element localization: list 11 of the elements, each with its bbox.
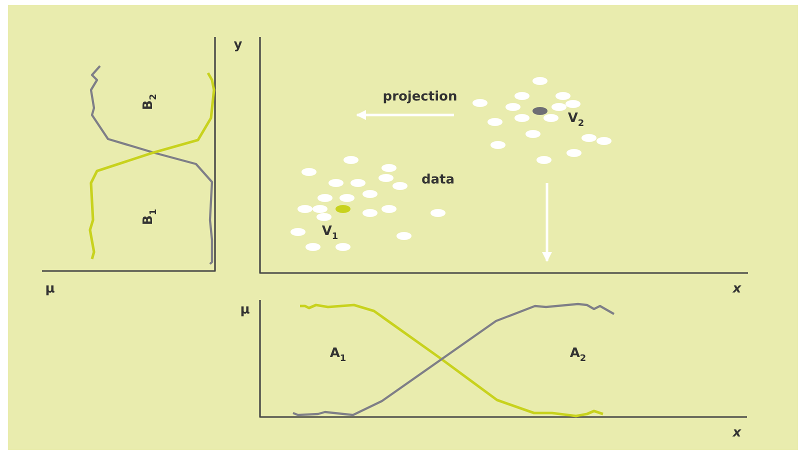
axis-label: μ bbox=[45, 282, 55, 296]
axis-label: μ bbox=[240, 302, 250, 318]
axis-label: x bbox=[732, 426, 742, 440]
axis-label: y bbox=[234, 38, 242, 52]
point-label: V$_{1}$ bbox=[322, 224, 338, 242]
point-label: V$_{2}$ bbox=[568, 111, 584, 129]
cluster-label: data bbox=[421, 172, 455, 188]
axis-label: x bbox=[732, 282, 742, 296]
arrow-label: projection bbox=[382, 90, 458, 104]
set-label: A$_{2}$ bbox=[570, 346, 586, 364]
set-label: A$_{1}$ bbox=[330, 346, 346, 364]
